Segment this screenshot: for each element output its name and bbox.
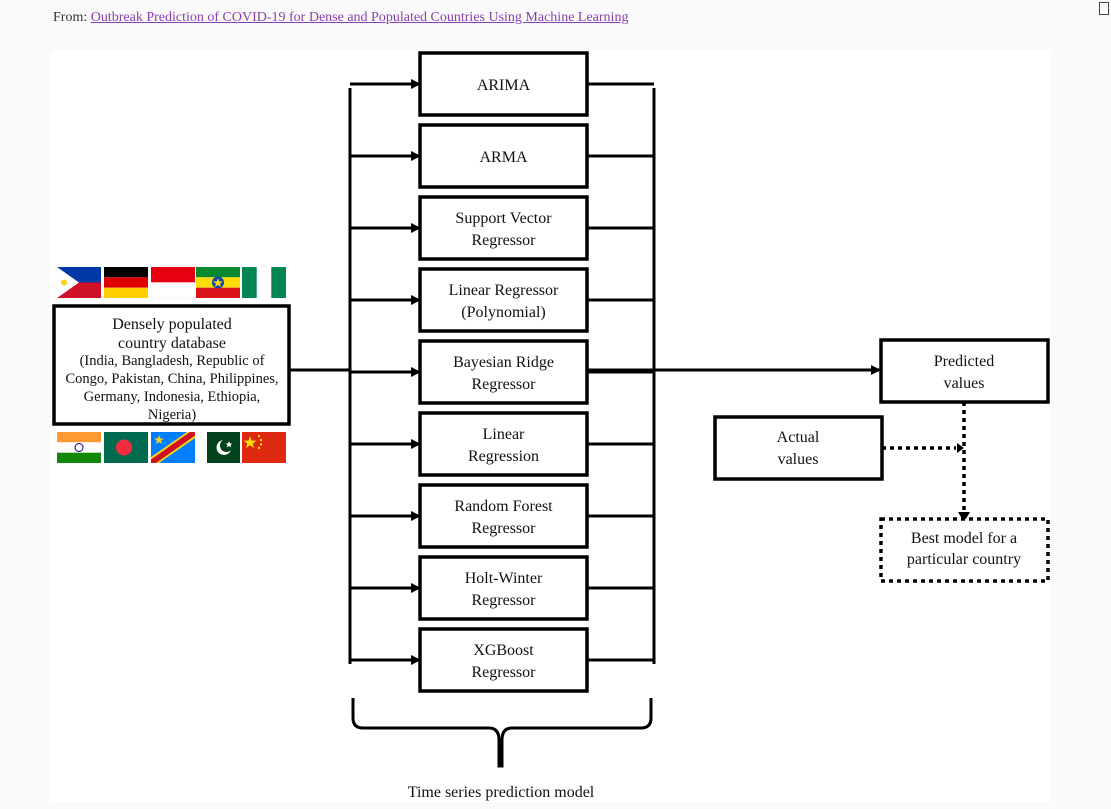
database-countries-line3: Germany, Indonesia, Ethiopia,	[84, 389, 261, 405]
database-box: Densely populated country database (Indi…	[52, 304, 291, 426]
best-model-line1: Best model for a	[911, 530, 1017, 547]
model-box-border	[418, 267, 589, 333]
model-label-line: Regressor	[472, 376, 537, 393]
database-title-line2: country database	[118, 335, 226, 352]
model-box-border	[418, 555, 589, 621]
model-box-border	[418, 195, 589, 261]
model-label-line: Regressor	[472, 232, 537, 249]
philippines-flag	[57, 267, 101, 298]
best-arrowhead	[958, 512, 970, 522]
brace-label: Time series prediction model	[408, 784, 595, 801]
model-label-line: Regression	[468, 448, 539, 465]
congo-flag	[151, 432, 195, 463]
model-box-linear-poly: Linear Regressor (Polynomial)	[350, 267, 654, 333]
model-box-border	[418, 411, 589, 477]
predicted-line1: Predicted	[934, 353, 994, 370]
china-flag	[242, 432, 286, 463]
best-model-box: Best model for a particular country	[879, 517, 1050, 583]
diagram-canvas: Densely populated country database (Indi…	[51, 50, 1051, 802]
actual-line1: Actual	[777, 429, 820, 446]
bangladesh-flag	[104, 432, 148, 463]
ethiopia-flag	[196, 267, 240, 298]
model-box-border	[418, 627, 589, 693]
database-title-line1: Densely populated	[112, 316, 232, 333]
actual-values-box: Actual values	[713, 415, 884, 481]
model-label-line: Regressor	[472, 592, 537, 609]
model-label-line: XGBoost	[473, 642, 534, 659]
source-citation: From: Outbreak Prediction of COVID-19 fo…	[53, 10, 628, 26]
model-box-arma: ARMA	[350, 123, 654, 189]
pipeline-diagram: Densely populated country database (Indi…	[52, 51, 1050, 801]
model-label-line: (Polynomial)	[461, 304, 545, 321]
best-model-line2: particular country	[907, 551, 1021, 568]
model-label-line: ARIMA	[477, 77, 531, 94]
flags-bottom-row	[57, 432, 286, 463]
model-group-brace	[351, 698, 653, 768]
model-label-line: Linear Regressor	[449, 282, 559, 299]
model-label-line: Holt-Winter	[465, 570, 543, 587]
model-box-arima: ARIMA	[350, 51, 654, 117]
model-box-border	[418, 123, 589, 189]
model-box-border	[418, 51, 589, 117]
model-box-border	[418, 483, 589, 549]
document-icon	[1099, 2, 1109, 15]
model-label-line: Regressor	[472, 520, 537, 537]
model-label-line: Random Forest	[454, 498, 553, 515]
predicted-values-box: Predicted values	[879, 338, 1050, 404]
model-label-line: Bayesian Ridge	[453, 354, 554, 371]
indonesia-flag	[150, 267, 196, 299]
model-label-line: Linear	[483, 426, 525, 443]
model-label-line: Regressor	[472, 664, 537, 681]
source-prefix: From:	[53, 10, 88, 25]
model-label-line: ARMA	[479, 149, 527, 166]
source-link[interactable]: Outbreak Prediction of COVID-19 for Dens…	[90, 10, 629, 25]
database-countries-line2: Congo, Pakistan, China, Philippines,	[65, 371, 278, 387]
nigeria-flag	[242, 267, 286, 298]
pakistan-flag	[196, 432, 240, 463]
model-box-border	[418, 339, 589, 405]
germany-flag	[104, 267, 148, 298]
actual-arrowhead	[957, 443, 964, 453]
database-countries-line4: Nigeria)	[148, 407, 196, 423]
flags-top-row	[57, 267, 286, 299]
india-flag	[57, 432, 101, 463]
predicted-line2: values	[944, 375, 985, 392]
database-countries-line1: (India, Bangladesh, Republic of	[80, 353, 265, 369]
actual-line2: values	[778, 451, 819, 468]
model-label-line: Support Vector	[455, 210, 552, 227]
